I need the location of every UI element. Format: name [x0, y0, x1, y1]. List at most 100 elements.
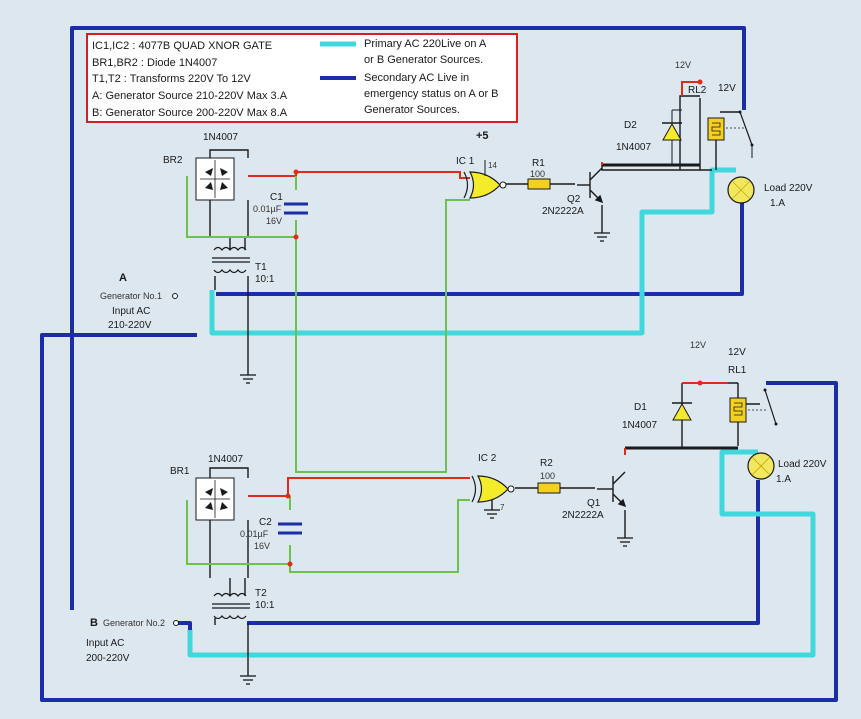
generator-b-letter: B	[90, 617, 98, 629]
black-wiring	[209, 95, 760, 676]
c2-voltage: 16V	[254, 541, 270, 551]
bottom-load-label: Load 220V	[778, 459, 827, 470]
br2-label: BR2	[163, 155, 183, 166]
primary-lines	[187, 167, 816, 658]
capacitor-c1	[284, 202, 308, 215]
c1-label: C1	[270, 192, 283, 203]
transformer-t2	[212, 592, 250, 620]
legend-primary-line-2: or B Generator Sources.	[364, 54, 483, 66]
c2-value: 0.01µF	[240, 529, 269, 539]
ground-t2	[240, 675, 256, 685]
relay-rl1	[729, 388, 778, 426]
ground-q1	[617, 537, 633, 547]
ground-q2	[594, 232, 610, 242]
r1-value: 100	[530, 169, 545, 179]
resistor-r2	[537, 482, 561, 494]
d2-model: 1N4007	[616, 142, 651, 153]
ic1-pin14: 14	[488, 161, 497, 170]
ic1-label: IC 1	[456, 156, 475, 167]
lamp-top	[727, 176, 755, 204]
legend-notes: IC1,IC2 : 4077B QUAD XNOR GATE BR1,BR2 :…	[92, 40, 288, 119]
generator-2-terminal	[173, 620, 179, 626]
q2-model: 2N2222A	[542, 206, 584, 217]
br1-diode-label: 1N4007	[208, 454, 243, 465]
legend-secondary-line-2: emergency status on A or B	[364, 88, 499, 100]
d1-label: D1	[634, 402, 647, 413]
ground-symbols	[240, 232, 633, 685]
bridge-rectifier-br2	[195, 157, 235, 201]
q2-label: Q2	[567, 194, 581, 205]
capacitor-c2	[278, 522, 302, 535]
terminals	[172, 293, 179, 626]
r2-value: 100	[540, 471, 555, 481]
generator-a-letter: A	[119, 272, 127, 284]
generator-1-label: Generator No.1	[100, 291, 162, 301]
rl2-12v-b: 12V	[718, 83, 736, 94]
input-a-label: Input AC	[112, 306, 150, 317]
q1-label: Q1	[587, 498, 601, 509]
rl2-label: RL2	[688, 85, 707, 96]
c1-value: 0.01µF	[253, 204, 282, 214]
c1-voltage: 16V	[266, 216, 282, 226]
c2-label: C2	[259, 517, 272, 528]
ic2-pin7: 7	[500, 503, 505, 512]
diode-d1	[672, 402, 692, 421]
generator-2-label: Generator No.2	[103, 618, 165, 628]
ground-t1	[240, 374, 256, 384]
relay-rl2	[707, 110, 754, 158]
xnor-gate-ic2	[471, 475, 515, 503]
legend-note-3: T1,T2 : Transforms 220V To 12V	[92, 73, 251, 85]
secondary-top-load-return	[216, 200, 744, 296]
top-load-label: Load 220V	[764, 183, 813, 194]
bottom-load-current: 1.A	[776, 474, 791, 485]
d1-model: 1N4007	[622, 420, 657, 431]
q1-model: 2N2222A	[562, 510, 604, 521]
r1-label: R1	[532, 158, 545, 169]
d2-label: D2	[624, 120, 637, 131]
input-a-range: 210-220V	[108, 320, 152, 331]
vcc-label: +5	[476, 130, 489, 142]
primary-bottom-loop	[187, 449, 816, 658]
t2-label: T2	[255, 588, 267, 599]
legend-note-1: IC1,IC2 : 4077B QUAD XNOR GATE	[92, 40, 272, 52]
secondary-left-loop	[40, 333, 838, 702]
bridge-rectifier-br1	[195, 477, 235, 521]
rl1-12v-b: 12V	[728, 347, 746, 358]
supply-wires	[248, 81, 728, 497]
legend-secondary-line-1: Secondary AC Live in	[364, 72, 469, 84]
transformer-t1	[212, 246, 250, 274]
rl1-label: RL1	[728, 365, 747, 376]
generator-1-terminal	[172, 293, 178, 299]
transistor-q1	[597, 471, 627, 508]
transistor-q2	[577, 167, 604, 204]
legend-note-5: B: Generator Source 200-220V Max 8.A	[92, 107, 288, 119]
legend-secondary-line-3: Generator Sources.	[364, 104, 460, 116]
lamp-bottom	[747, 452, 775, 480]
rl1-12v-a: 12V	[690, 340, 706, 350]
resistor-r1	[527, 178, 551, 190]
output-traces	[602, 163, 738, 450]
legend-primary-line-1: Primary AC 220Live on A	[364, 38, 487, 50]
nodes	[285, 79, 703, 567]
secondary-bottom-load-return	[247, 480, 760, 625]
br2-diode-label: 1N4007	[203, 132, 238, 143]
ic2-label: IC 2	[478, 453, 497, 464]
t1-label: T1	[255, 262, 267, 273]
rl2-12v-a: 12V	[675, 60, 691, 70]
diode-d2	[662, 109, 682, 165]
input-b-label: Input AC	[86, 638, 124, 649]
ground-ic2	[484, 509, 500, 519]
t1-ratio: 10:1	[255, 274, 275, 285]
br1-label: BR1	[170, 466, 190, 477]
r2-label: R2	[540, 458, 553, 469]
legend-box	[86, 33, 518, 123]
xnor-gate-ic1	[463, 160, 507, 199]
input-b-range: 200-220V	[86, 653, 130, 664]
secondary-outer-top-loop	[70, 26, 746, 610]
secondary-lines	[40, 26, 838, 702]
legend-note-2: BR1,BR2 : Diode 1N4007	[92, 57, 217, 69]
legend-note-4: A: Generator Source 210-220V Max 3.A	[92, 90, 288, 102]
top-load-current: 1.A	[770, 198, 785, 209]
